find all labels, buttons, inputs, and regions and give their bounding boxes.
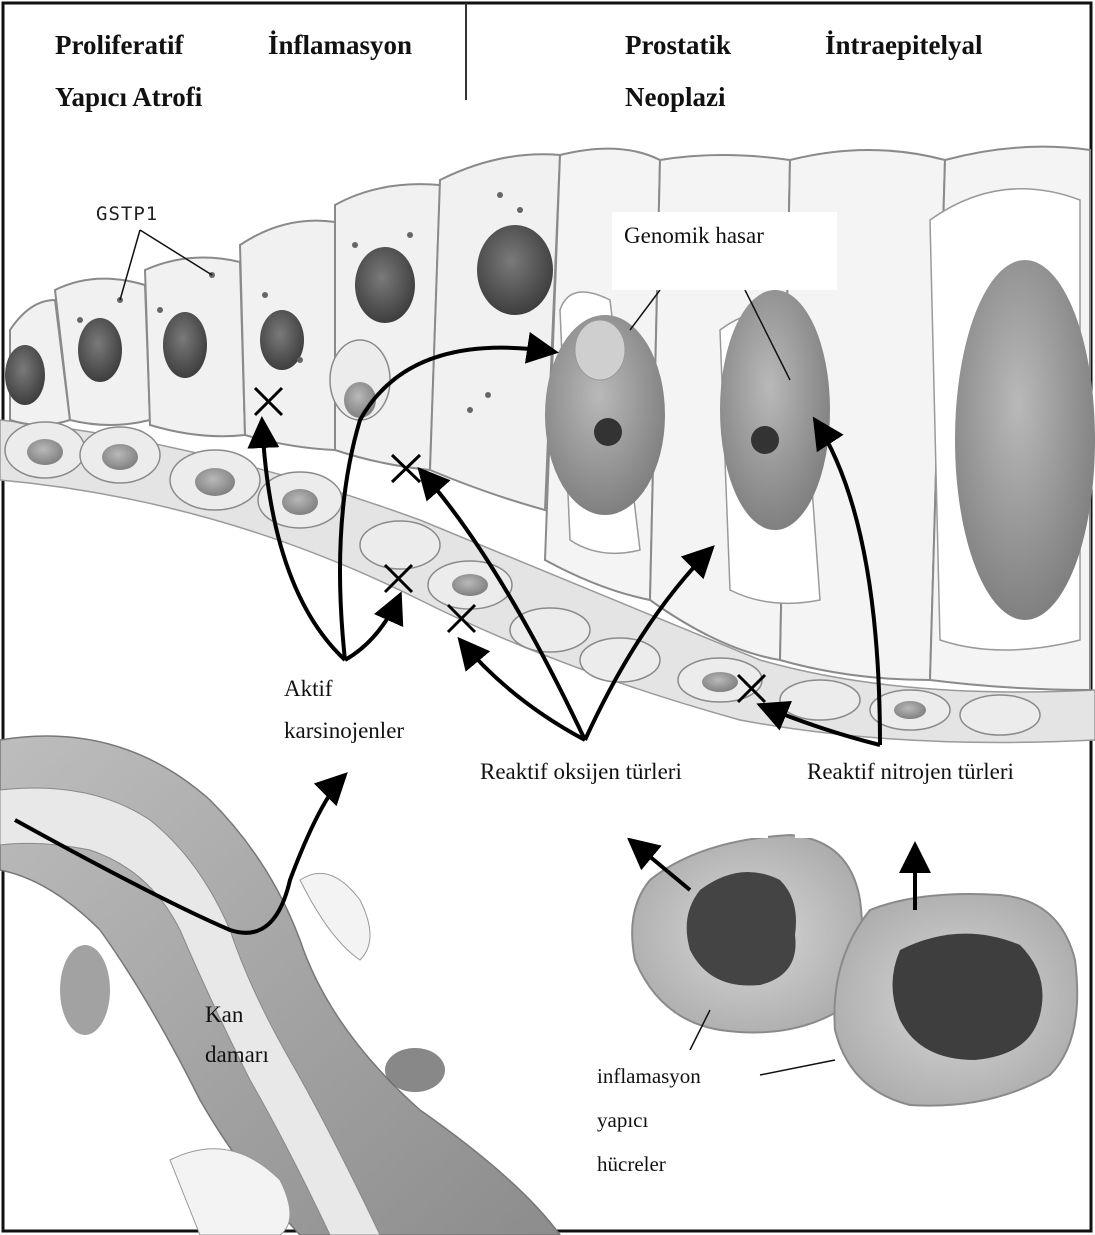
heading-inflammation: İnflamasyon <box>268 30 412 61</box>
active-carcinogens-line2: karsinojenler <box>284 710 445 752</box>
heading-intraepithelial: İntraepitelyal <box>825 30 982 61</box>
inflammatory-cells-line1: inflamasyon <box>597 1054 753 1098</box>
ros-label: Reaktif oksijen türleri <box>468 748 768 838</box>
genomic-damage-label: Genomik hasar <box>612 212 837 290</box>
inflammatory-cells-line2: yapıcı <box>597 1098 753 1142</box>
blood-vessel-line1: Kan <box>205 995 325 1035</box>
gstp1-label: GSTP1 <box>96 203 158 225</box>
heading-atrophy: Yapıcı Atrofi <box>55 82 202 113</box>
heading-neoplasia: Neoplazi <box>625 82 726 113</box>
active-carcinogens-line1: Aktif <box>284 668 445 710</box>
blood-vessel-line2: damarı <box>205 1035 325 1075</box>
heading-prostatic: Prostatik <box>625 30 731 61</box>
blood-vessel-label: Kan damarı <box>205 995 325 1075</box>
genomic-damage-text: Genomik hasar <box>624 223 764 248</box>
rns-label: Reaktif nitrojen türleri <box>795 748 1070 838</box>
inflammatory-cells-line3: hücreler <box>597 1142 753 1186</box>
rns-text: Reaktif nitrojen türleri <box>807 759 1014 784</box>
heading-proliferative: Proliferatif <box>55 30 183 61</box>
active-carcinogens-label: Aktif karsinojenler <box>270 662 445 770</box>
ros-text: Reaktif oksijen türleri <box>480 759 682 784</box>
inflammatory-cells-label: inflamasyon yapıcı hücreler <box>583 1050 753 1185</box>
